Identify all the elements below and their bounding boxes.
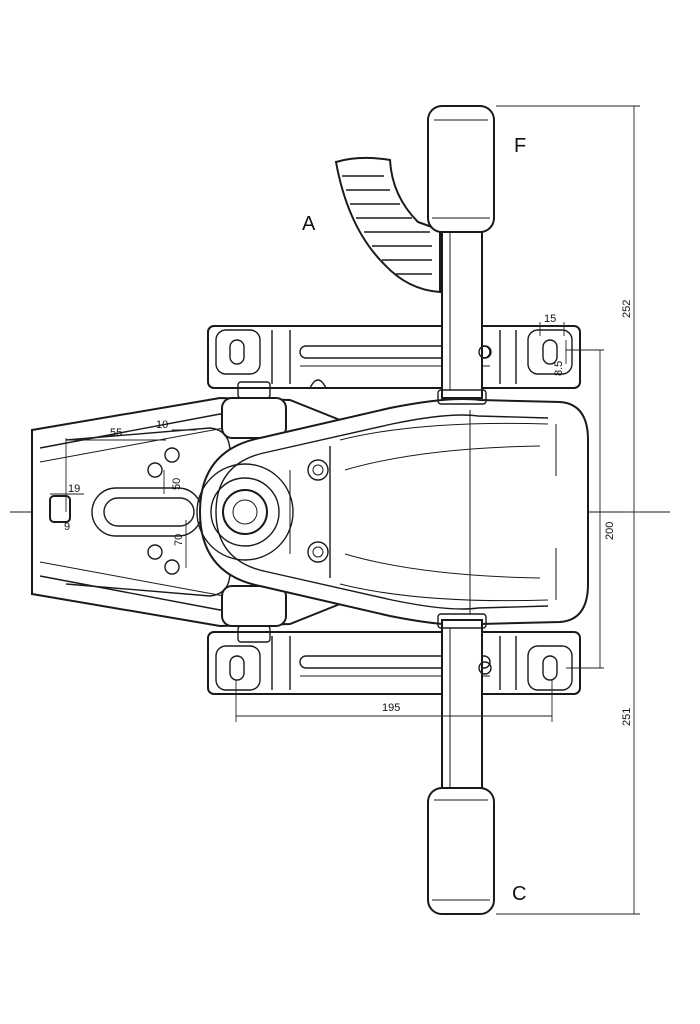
top-rail-plate <box>207 325 581 389</box>
dimension-lines <box>50 105 642 915</box>
lever-a-paddle <box>334 156 441 294</box>
dim-55: 55 <box>110 427 122 439</box>
dim-195: 195 <box>382 702 400 714</box>
dim-50: 50 <box>171 478 183 490</box>
seat-shell <box>196 398 589 626</box>
dim-9: 9 <box>64 521 70 533</box>
slot-left-top <box>215 329 261 375</box>
dim-15: 15 <box>544 313 556 325</box>
dim-10: 10 <box>156 419 168 431</box>
slot-right-top <box>527 329 573 375</box>
lever-f-handle <box>427 105 495 405</box>
dim-8-5: 8.5 <box>553 361 565 376</box>
label-f: F <box>514 135 526 157</box>
lever-c-handle <box>427 613 495 915</box>
dim-252: 252 <box>621 300 633 318</box>
dim-19: 19 <box>68 483 80 495</box>
slot-left-bottom <box>215 645 261 691</box>
label-c: C <box>512 883 526 905</box>
dim-70: 70 <box>173 534 185 546</box>
label-a: A <box>302 213 316 235</box>
dim-200: 200 <box>604 522 616 540</box>
dim-251: 251 <box>621 708 633 726</box>
